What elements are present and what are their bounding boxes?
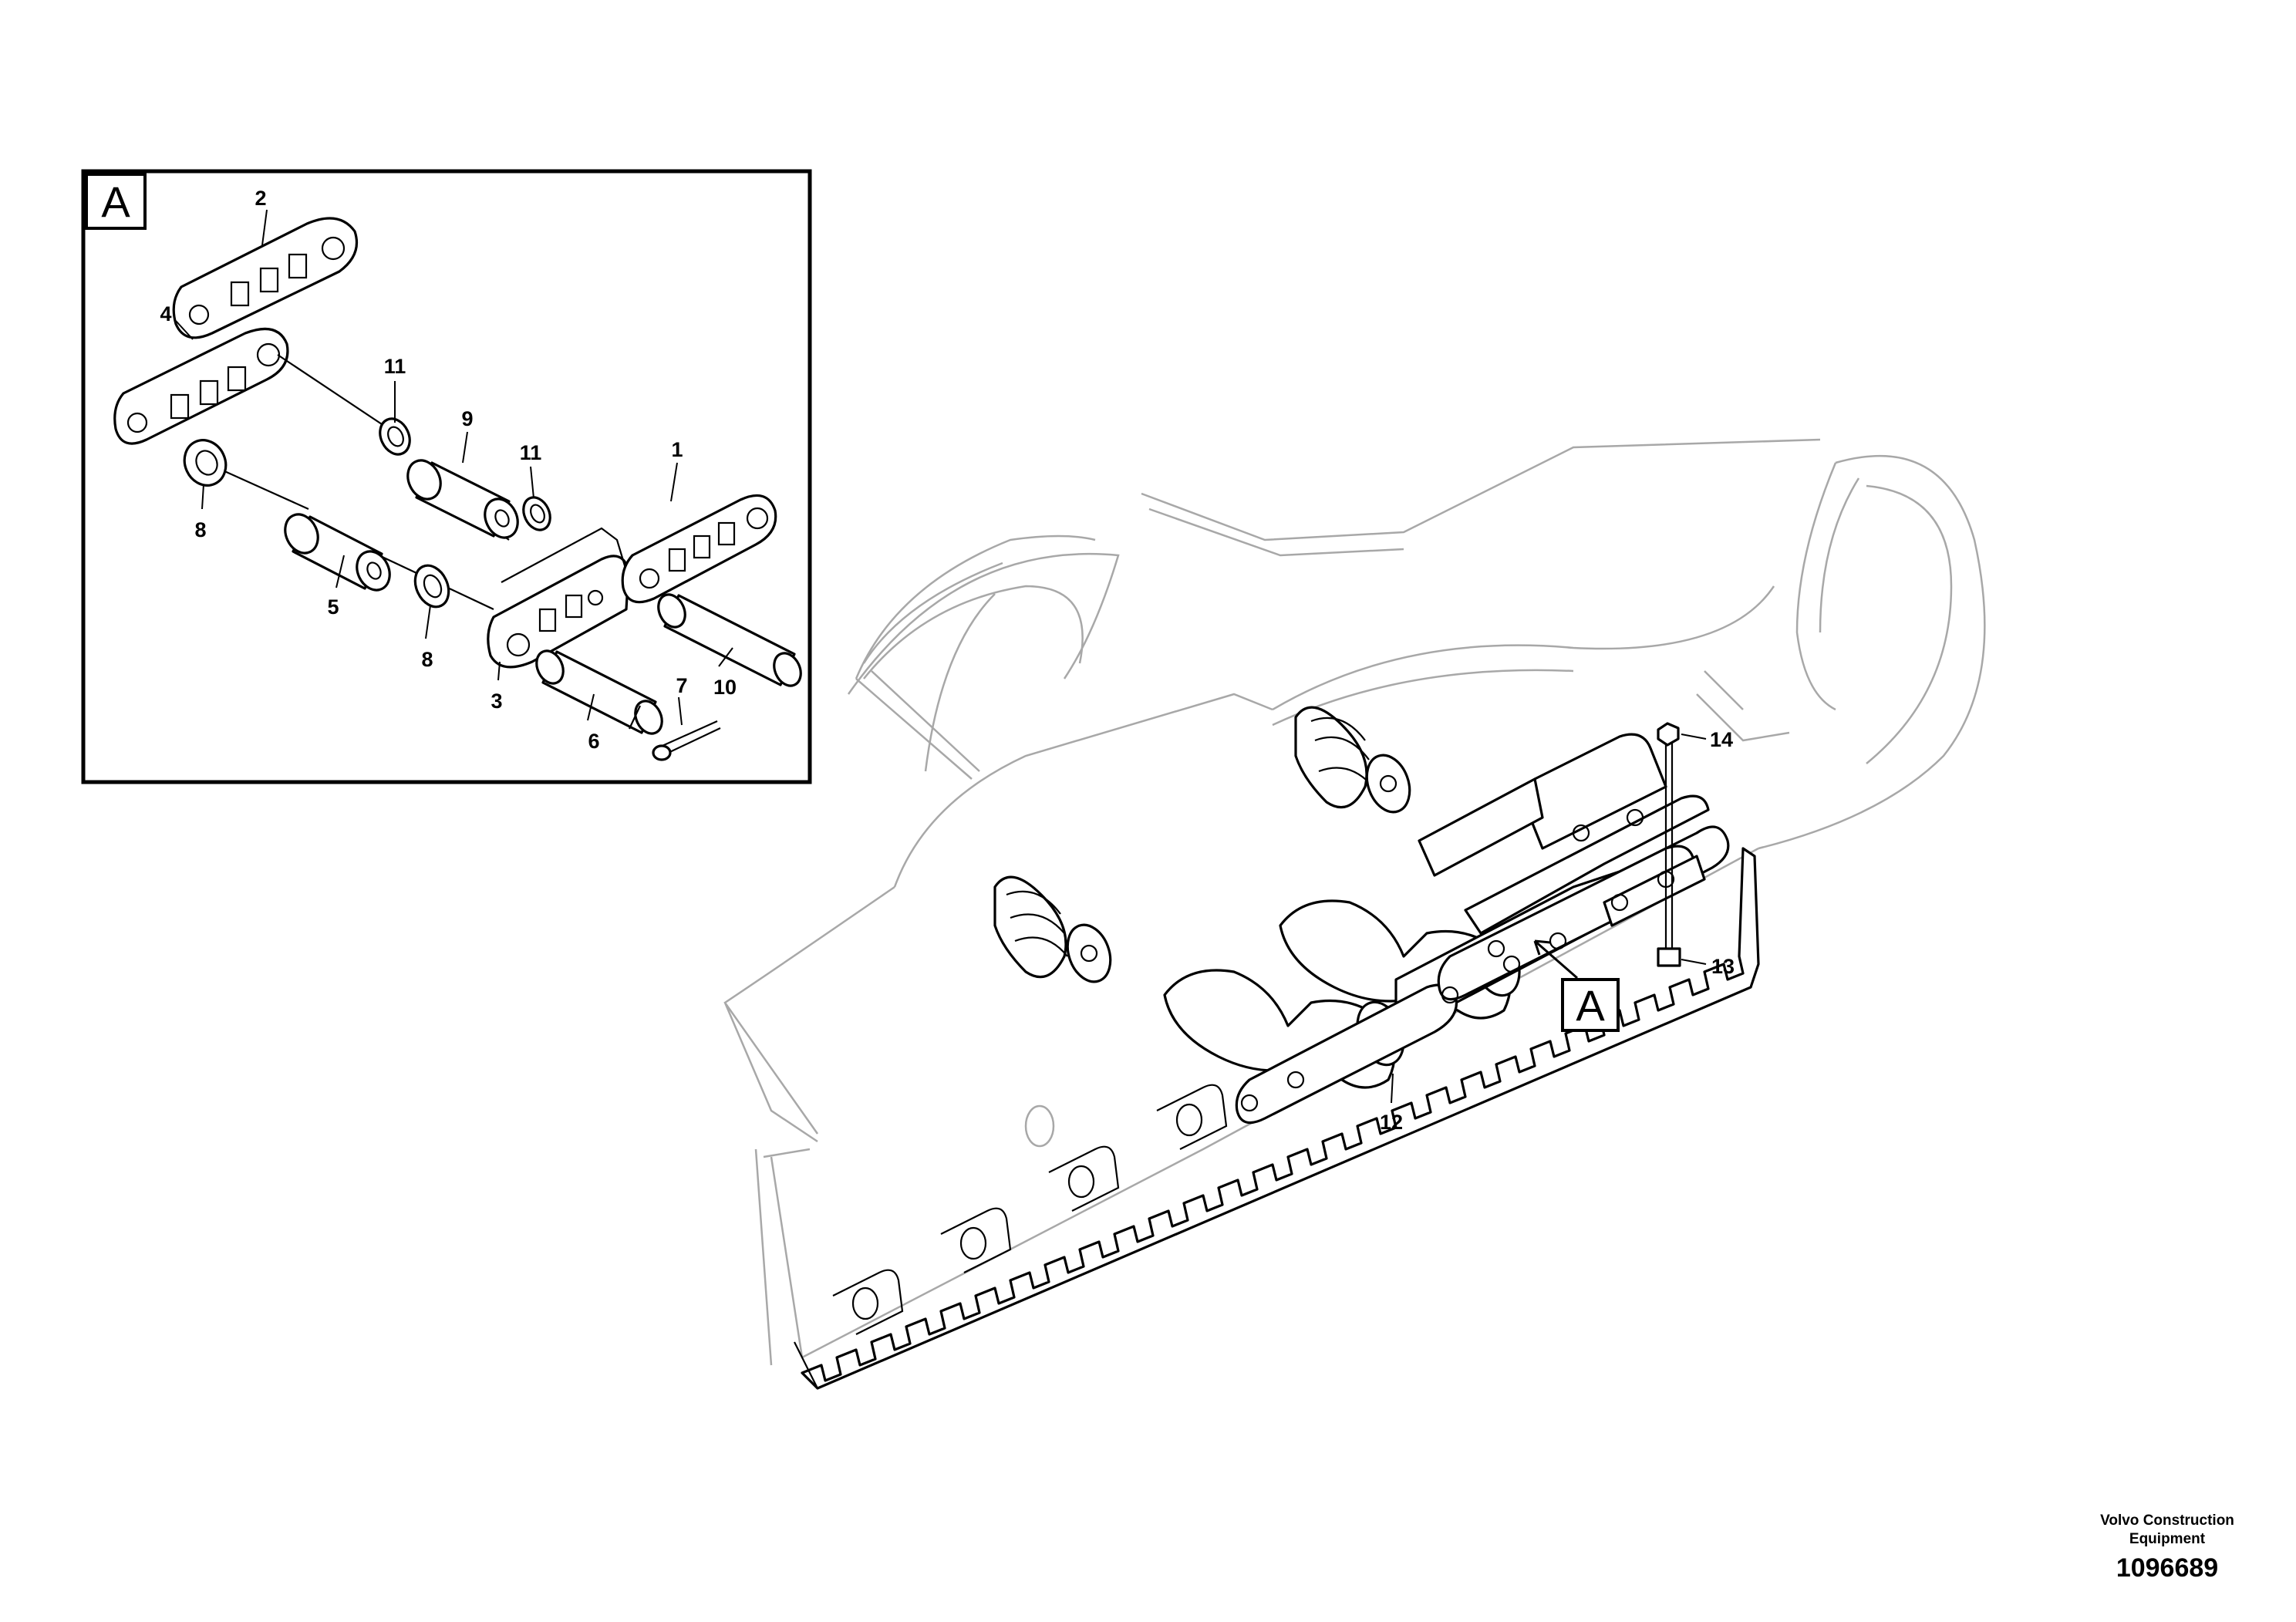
callout-8-right: 8 [421, 648, 433, 671]
track-shoe-drawing [794, 847, 1760, 1390]
callout-13: 13 [1711, 955, 1735, 978]
callout-5: 5 [327, 595, 339, 619]
track-link-1-drawing [621, 494, 777, 604]
seal-11-lower-drawing [522, 496, 551, 531]
brand-line-2: Equipment [2129, 1531, 2206, 1547]
track-chain-drawing [1235, 733, 1730, 1125]
detail-frame [81, 169, 812, 784]
callout-10: 10 [713, 676, 737, 699]
lower-chain-drawing [832, 1084, 1228, 1335]
callout-9: 9 [461, 407, 473, 430]
callout-2: 2 [255, 187, 266, 210]
detail-tag-box [85, 173, 147, 230]
seal-11-upper-drawing [379, 417, 411, 456]
brand-line-1: Volvo Construction [2100, 1512, 2234, 1529]
document-number: 1096689 [2116, 1553, 2219, 1583]
carrier-roller-upper-drawing [1294, 706, 1411, 814]
detail-ref-tag-box [1561, 978, 1620, 1032]
undercarriage-frame-outline [723, 438, 1986, 1366]
footer-block: Volvo Construction Equipment 1096689 [2052, 1512, 2283, 1583]
bushing-9-drawing [406, 459, 519, 539]
track-link-4-drawing [113, 327, 289, 445]
main-view: A 14 13 12 [723, 438, 1986, 1390]
nut-14-drawing [1657, 722, 1680, 747]
bolt-13-drawing [1657, 742, 1681, 967]
detail-ref-tag-label: A [1576, 981, 1605, 1030]
callout-3: 3 [491, 690, 502, 713]
callout-7: 7 [676, 674, 687, 697]
callout-6: 6 [588, 730, 599, 753]
callout-12: 12 [1380, 1111, 1403, 1134]
callout-1: 1 [671, 438, 683, 461]
bushing-5-drawing [284, 513, 391, 592]
detail-view-a: A [81, 169, 812, 784]
callout-14: 14 [1710, 728, 1733, 751]
detail-tag-label: A [101, 177, 130, 226]
detail-ref-arrow [1533, 939, 1578, 980]
pin-10-drawing [657, 593, 802, 687]
track-link-2-drawing [172, 217, 359, 339]
callout-11-lower: 11 [520, 441, 542, 464]
cotter-pin-7-drawing [652, 720, 721, 761]
callout-8-left: 8 [194, 518, 206, 541]
seal-8-right-drawing [413, 564, 450, 609]
track-link-3-drawing [487, 527, 630, 669]
callout-4: 4 [160, 302, 171, 325]
seal-8-left-drawing [183, 439, 228, 487]
carrier-roller-lower-drawing [993, 875, 1112, 983]
pin-6-drawing [535, 649, 663, 735]
callout-11-upper: 11 [384, 355, 406, 378]
